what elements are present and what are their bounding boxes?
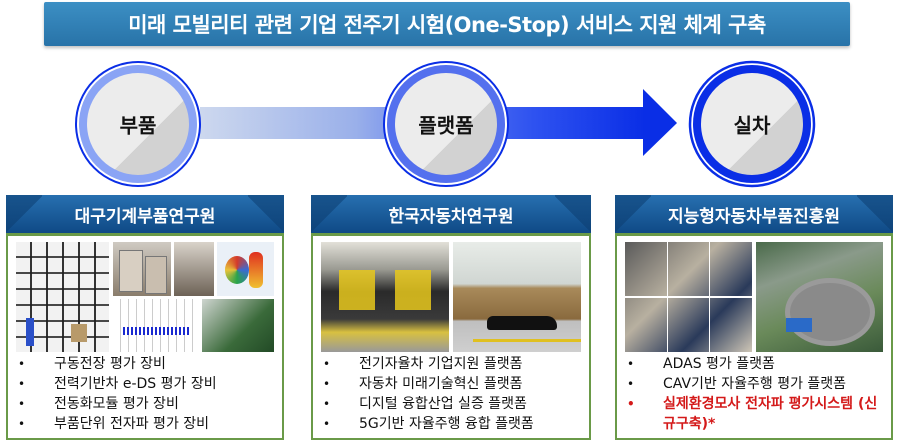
photo-collage <box>625 242 883 352</box>
capability-list: •구동전장 평가 장비 •전력기반차 e-DS 평가 장비 •전동화모듈 평가 … <box>18 354 276 434</box>
list-item: •5G기반 자율주행 융합 플랫폼 <box>323 416 534 432</box>
list-item: •전기자율차 기업지원 플랫폼 <box>323 356 523 372</box>
circuit-board-photo <box>202 298 274 352</box>
panel-title: 지능형자동차부품진흥원 <box>667 206 841 227</box>
amplifier-photo <box>173 242 214 296</box>
panel-katech: 한국자동차연구원 •전기자율차 기업지원 플랫폼 •자동차 미래기술혁신 플랫폼… <box>311 195 591 440</box>
photo-collage <box>321 242 581 352</box>
simulation-screen-photo <box>216 242 275 296</box>
list-item: •전력기반차 e-DS 평가 장비 <box>18 376 217 392</box>
list-item: •전동화모듈 평가 장비 <box>18 396 179 412</box>
panel-title: 한국자동차연구원 <box>388 206 514 227</box>
dynamometer-photo <box>321 242 449 352</box>
list-item: •ADAS 평가 플랫폼 <box>627 356 775 372</box>
list-item: •자동차 미래기술혁신 플랫폼 <box>323 376 523 392</box>
vehicle-emc-chamber-photo <box>453 242 581 352</box>
panel-body: •구동전장 평가 장비 •전력기반차 e-DS 평가 장비 •전동화모듈 평가 … <box>6 233 284 440</box>
panel-header: 한국자동차연구원 <box>311 195 591 233</box>
node-vehicle-icon <box>688 60 816 188</box>
node-platform-icon <box>383 61 509 187</box>
node-label-platform: 플랫폼 <box>418 113 474 138</box>
panel-header: 지능형자동차부품진흥원 <box>615 195 893 233</box>
photo-collage <box>16 242 275 352</box>
flow-diagram: 부품 플랫폼 실차 <box>0 55 899 195</box>
list-item: •CAV기반 자율주행 평가 플랫폼 <box>627 376 847 392</box>
node-label-vehicle: 실차 <box>733 113 771 138</box>
equipment-rack-photo <box>113 242 171 296</box>
proving-ground-aerial-photo <box>756 242 883 352</box>
node-parts-icon <box>75 61 201 187</box>
anechoic-chamber-photo <box>16 242 110 352</box>
adas-test-vehicle-photo <box>625 242 752 352</box>
panel-body: •전기자율차 기업지원 플랫폼 •자동차 미래기술혁신 플랫폼 •디지털 융합산… <box>311 233 591 440</box>
panel-kiapi: 지능형자동차부품진흥원 •ADAS 평가 플랫폼 •CAV기반 자율주행 평가 … <box>615 195 893 440</box>
list-item: •부품단위 전자파 평가 장비 <box>18 416 210 432</box>
measurement-graph-photo <box>113 298 200 352</box>
panel-title: 대구기계부품연구원 <box>74 206 216 227</box>
list-item: •디지털 융합산업 실증 플랫폼 <box>323 396 527 412</box>
list-item-new: •실제환경모사 전자파 평가시스템 (신규구축)* <box>627 396 878 432</box>
page-title: 미래 모빌리티 관련 기업 전주기 시험(One-Stop) 서비스 지원 체계… <box>128 13 766 37</box>
node-label-parts: 부품 <box>119 113 157 138</box>
capability-list: •ADAS 평가 플랫폼 •CAV기반 자율주행 평가 플랫폼 •실제환경모사 … <box>627 354 885 434</box>
panel-dgmp: 대구기계부품연구원 <box>6 195 284 440</box>
panel-body: •ADAS 평가 플랫폼 •CAV기반 자율주행 평가 플랫폼 •실제환경모사 … <box>615 233 893 440</box>
panel-header: 대구기계부품연구원 <box>6 195 284 233</box>
title-banner: 미래 모빌리티 관련 기업 전주기 시험(One-Stop) 서비스 지원 체계… <box>44 2 850 46</box>
flow-graphic <box>75 60 816 188</box>
list-item: •구동전장 평가 장비 <box>18 356 166 372</box>
capability-list: •전기자율차 기업지원 플랫폼 •자동차 미래기술혁신 플랫폼 •디지털 융합산… <box>323 354 583 434</box>
